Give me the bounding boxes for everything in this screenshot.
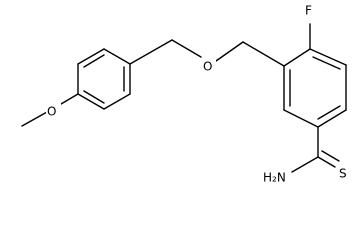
structure-diagram: F O O S H₂N [21,3,347,185]
methoxy-group [21,93,79,127]
ether-oxygen-label: O [203,60,212,74]
amine-label: H₂N [263,171,286,185]
fluorophenyl-ring [283,48,347,128]
methoxy-oxygen-label: O [47,105,56,119]
methoxyphenyl-ring [77,48,131,110]
fluorine-label: F [305,4,312,18]
ether-linker [129,39,285,67]
sulfur-label: S [339,167,347,181]
thioamide-group [291,126,340,173]
